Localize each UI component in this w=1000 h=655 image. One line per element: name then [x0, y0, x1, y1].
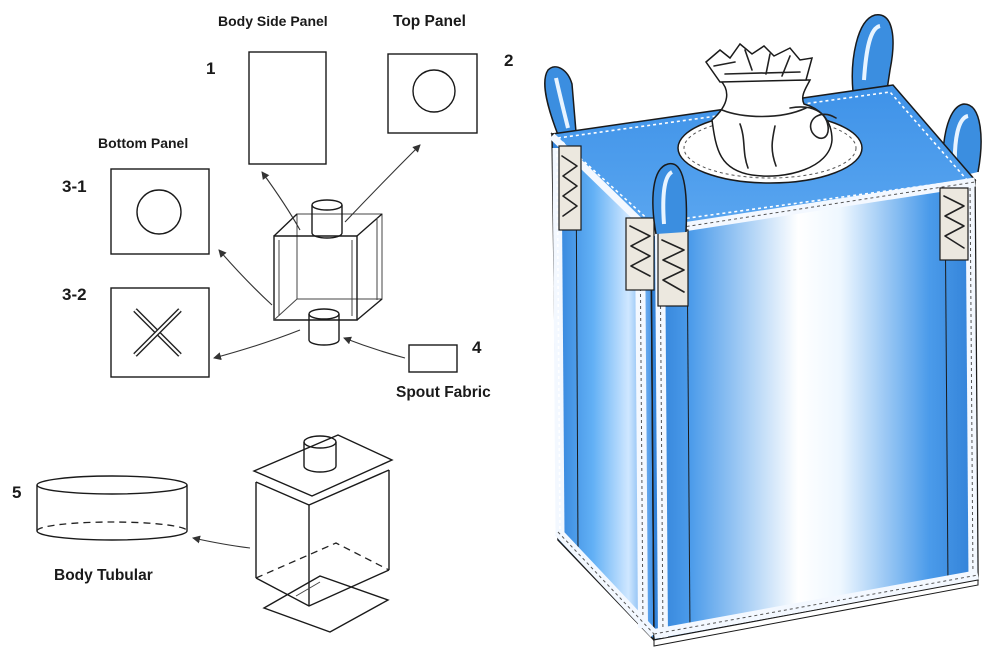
part31-number: 3-1	[62, 177, 87, 196]
part5-number: 5	[12, 483, 21, 502]
bottom-panel-title: Bottom Panel	[98, 135, 188, 151]
bottom-panel-3-2-cross	[133, 308, 182, 357]
part1-number: 1	[206, 59, 215, 78]
arrow-to-body-tubular	[192, 535, 251, 549]
fibc-bulk-bag	[544, 14, 982, 647]
part2-label: Top Panel	[393, 13, 466, 30]
body-side-panel	[248, 51, 327, 165]
part1-label: Body Side Panel	[218, 13, 328, 29]
arrow-to-body-side-panel	[261, 171, 301, 231]
arrow-to-top-panel	[344, 144, 421, 223]
part5-label: Body Tubular	[54, 567, 153, 584]
bottom-panel-3-2	[110, 287, 210, 378]
spout-fabric-piece	[408, 344, 458, 373]
arrow-to-spout	[343, 336, 406, 359]
bottom-panel-3-1-hole	[136, 189, 182, 235]
spout-fabric	[711, 79, 833, 177]
top-panel-spout-hole	[412, 69, 456, 113]
bag-front-face	[650, 179, 979, 641]
front-left-loop	[652, 163, 688, 235]
exploded-tubular-body	[252, 434, 394, 633]
arrow-to-bottom-panel-3-2	[213, 329, 301, 361]
part32-number: 3-2	[62, 285, 87, 304]
body-tubular-shape	[36, 475, 188, 541]
assembled-cube	[273, 199, 383, 346]
arrow-to-bottom-panel-3-1	[218, 249, 273, 306]
part2-number: 2	[504, 51, 513, 70]
part4-number: 4	[472, 338, 482, 357]
top-panel	[387, 53, 478, 134]
bottom-panel-3-1	[110, 168, 210, 255]
part4-label: Spout Fabric	[396, 384, 491, 401]
